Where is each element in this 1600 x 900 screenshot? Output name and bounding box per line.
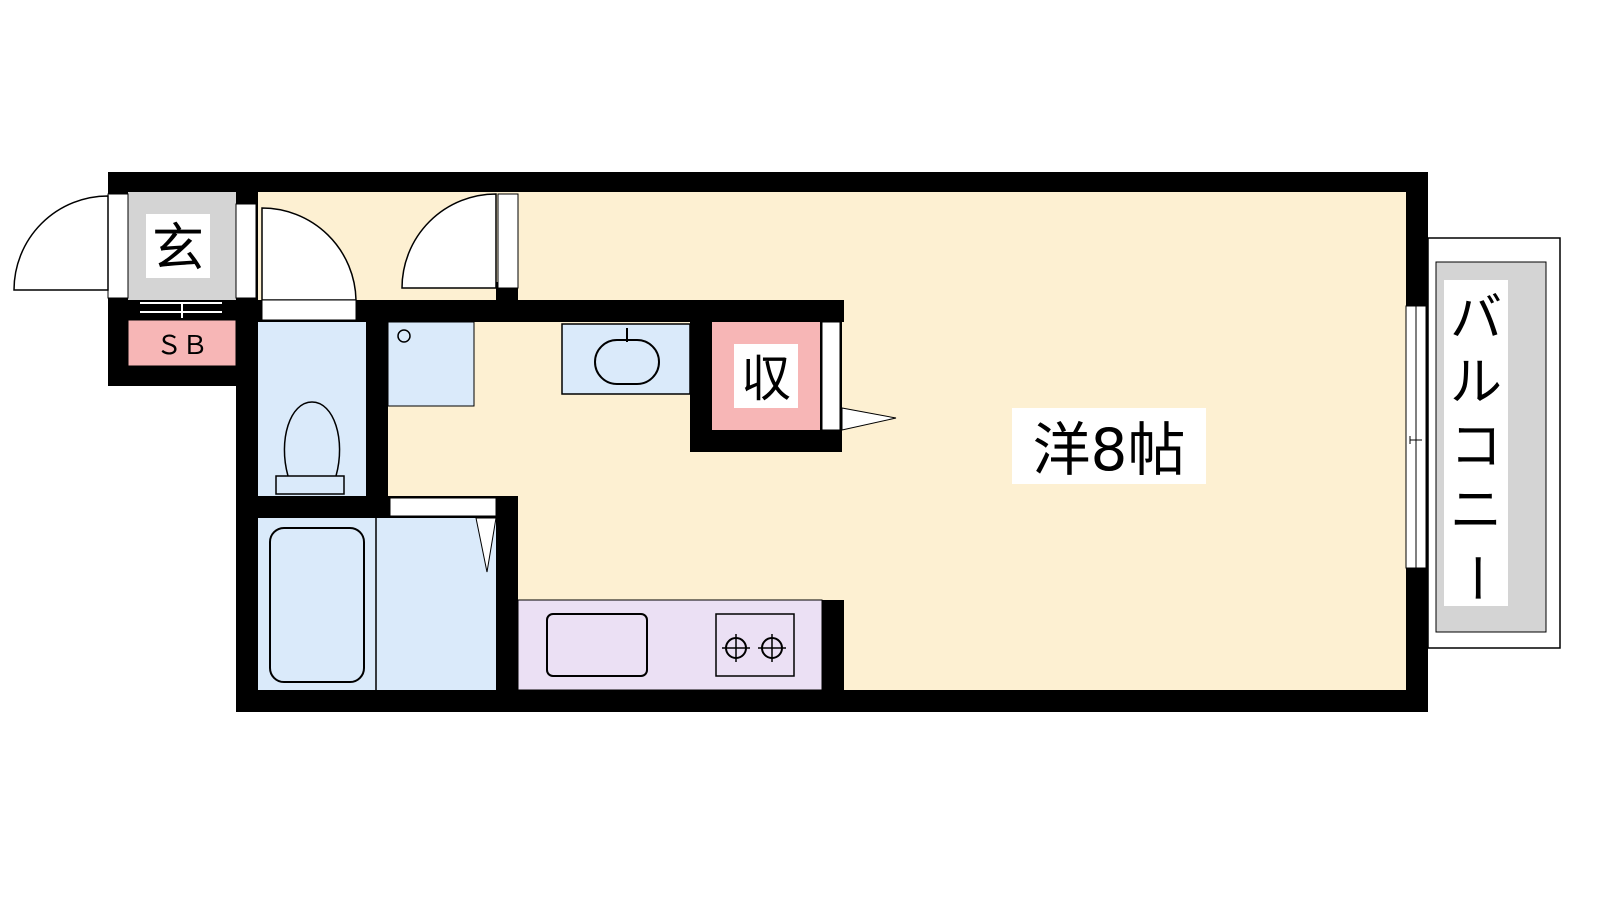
window-mark [1409,436,1422,444]
stove-icon [715,613,795,677]
kitchen-sink-icon [546,613,648,677]
toilet-door-swing[interactable] [261,207,357,301]
toilet-room-floor [258,322,366,496]
room-door-swing[interactable] [401,193,497,289]
balcony-label-char: コ [1450,417,1502,477]
entrance-label: 玄 [152,219,204,279]
toilet-tank [275,475,345,495]
bathroom-floor [258,518,496,690]
storage-door[interactable] [821,321,841,431]
storage-label-bg [734,344,798,408]
room-door-frame [497,193,519,289]
shoe-box-label: ＳＢ [156,331,208,361]
wall [822,600,844,712]
bath-door-indicator [475,517,497,573]
toilet-door-leaf [261,299,357,321]
balcony-label-char: ル [1450,353,1502,413]
balcony-label-char: ニ [1450,481,1502,541]
wall [366,322,388,518]
storage-label: 収 [741,350,791,408]
front-door-swing[interactable] [13,195,109,291]
wall [236,300,258,712]
balcony-label-char: バ [1450,289,1502,349]
wall [496,496,518,712]
hall-door-frame [235,203,257,299]
main-room-label-bg [1012,408,1206,484]
bath-door[interactable] [389,497,497,517]
shoe-box [127,319,237,367]
balcony-label-bg [1444,280,1508,606]
bathtub-icon [269,527,365,683]
storage-door-indicator [841,407,897,431]
main-room-label: 洋8帖 [1033,416,1186,484]
balcony-label-char: ー [1445,552,1505,604]
laundry-space [387,321,475,407]
toilet-icon [283,401,341,477]
wall [128,366,258,386]
burner-cross [722,634,786,662]
drain-icon [397,329,411,343]
entrance-label-bg [146,214,210,278]
front-door-frame [107,193,129,299]
